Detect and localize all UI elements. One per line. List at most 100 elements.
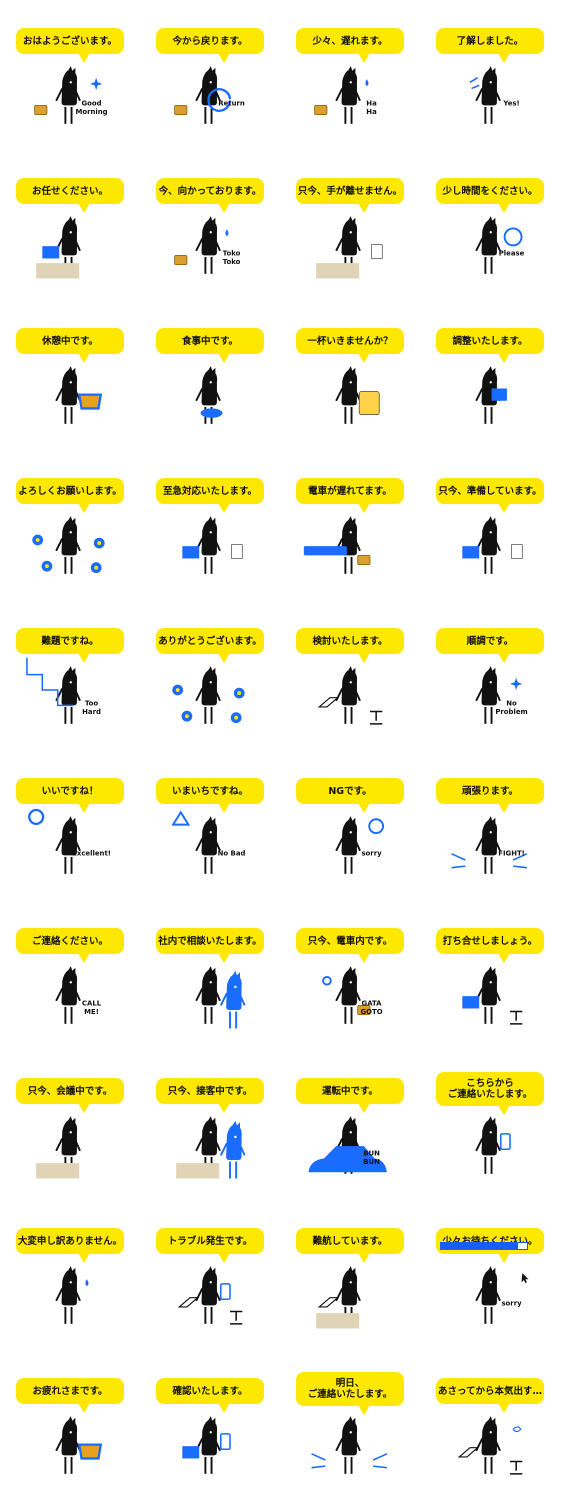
- sticker[interactable]: 確認いたします。: [140, 1350, 280, 1500]
- speech-bubble: トラブル発生です。: [156, 1228, 264, 1263]
- sticker[interactable]: いいですね！Excellent!: [0, 750, 140, 900]
- sticker[interactable]: 打ち合せしましょう。: [420, 900, 560, 1050]
- sticker[interactable]: 只今、接客中です。: [140, 1050, 280, 1200]
- sticker[interactable]: お任せください。: [0, 150, 140, 300]
- character-figure: [475, 1416, 501, 1474]
- character-figure: [335, 816, 361, 874]
- speech-bubble: 確認いたします。: [156, 1378, 264, 1413]
- desk-icon: [316, 1313, 360, 1329]
- book-icon: [491, 388, 507, 401]
- sticker-illustration: [177, 1266, 243, 1325]
- character-figure: [335, 1416, 361, 1474]
- character-figure: [55, 1416, 81, 1474]
- sticker[interactable]: 電車が遅れてます。: [280, 450, 420, 600]
- sticker[interactable]: ありがとうございます。: [140, 600, 280, 750]
- character-figure: [195, 816, 221, 874]
- speech-bubble: よろしくお願いします。: [16, 478, 124, 513]
- character-figure: [335, 366, 361, 424]
- stairs-icon: [26, 657, 74, 707]
- desk-icon: [316, 263, 360, 279]
- sticker[interactable]: トラブル発生です。: [140, 1200, 280, 1350]
- sticker[interactable]: 了解しました。Yes!: [420, 0, 560, 150]
- caption-text: Yes!: [502, 99, 519, 107]
- sticker[interactable]: 今から戻ります。Return: [140, 0, 280, 150]
- sticker[interactable]: いまいちですね。No Bad: [140, 750, 280, 900]
- sticker-illustration: [36, 216, 81, 279]
- sticker[interactable]: 難航しています。: [280, 1200, 420, 1350]
- sticker[interactable]: お疲れさまです。: [0, 1350, 140, 1500]
- sticker[interactable]: こちらから ご連絡いたします。: [420, 1050, 560, 1200]
- sticker[interactable]: 検討いたします。: [280, 600, 420, 750]
- sticker[interactable]: 大変申し訳ありません。: [0, 1200, 140, 1350]
- burst-lines-icon: [311, 1453, 388, 1469]
- flower-icon: [175, 688, 180, 692]
- character-figure: [475, 1266, 501, 1324]
- character-figure: [55, 366, 81, 424]
- monitor-icon: [182, 1446, 200, 1459]
- sticker[interactable]: 只今、準備しています。: [420, 450, 560, 600]
- chair-icon: [510, 1010, 523, 1025]
- sticker[interactable]: 社内で相談いたします。: [140, 900, 280, 1050]
- sticker[interactable]: 至急対応いたします。: [140, 450, 280, 600]
- flower-icon: [237, 691, 242, 695]
- sticker[interactable]: NGです。sorry: [280, 750, 420, 900]
- caption-text: Return: [218, 99, 245, 107]
- character-figure: [195, 1416, 221, 1474]
- laptop-icon: [317, 1297, 340, 1308]
- salute-lines-icon: [469, 77, 480, 90]
- sticker[interactable]: 頑張ります。FIGHT!: [420, 750, 560, 900]
- character-figure: [55, 516, 81, 574]
- sticker-illustration: sorry: [475, 1266, 529, 1324]
- sticker[interactable]: 只今、手が離せません。: [280, 150, 420, 300]
- sticker[interactable]: 只今、会議中です。: [0, 1050, 140, 1200]
- sticker[interactable]: 少し時間をください。Please: [420, 150, 560, 300]
- beer-mug-icon: [358, 391, 380, 415]
- character-figure: [55, 666, 81, 724]
- character-figure: [335, 66, 361, 124]
- sticker-illustration: [55, 1266, 89, 1324]
- character-figure: [335, 666, 361, 724]
- character-figure: [195, 216, 221, 274]
- flower-icon: [45, 564, 49, 569]
- sticker[interactable]: 調整いたします。: [420, 300, 560, 450]
- sticker[interactable]: 明日、 ご連絡いたします。: [280, 1350, 420, 1500]
- sticker-illustration: [462, 966, 523, 1025]
- flower-icon: [185, 714, 189, 719]
- speech-bubble: 順調です。: [436, 628, 544, 663]
- sticker[interactable]: 一杯いきませんか？: [280, 300, 420, 450]
- phone-icon: [220, 1433, 231, 1451]
- character-figure: [475, 1116, 501, 1174]
- train-icon: [303, 546, 347, 556]
- speech-bubble: 難航しています。: [296, 1228, 404, 1263]
- speech-bubble: 只今、会議中です。: [16, 1078, 124, 1113]
- character-figure: [475, 516, 501, 574]
- sticker[interactable]: よろしくお願いします。: [0, 450, 140, 600]
- speech-bubble: 至急対応いたします。: [156, 478, 264, 513]
- sticker-illustration: Return: [174, 66, 245, 124]
- sticker[interactable]: 食事中です。: [140, 300, 280, 450]
- character-figure: [335, 516, 361, 574]
- sticker[interactable]: 休憩中です。: [0, 300, 140, 450]
- sticker-illustration: [176, 1116, 246, 1179]
- sticker-illustration: Please: [475, 216, 525, 274]
- sticker[interactable]: 少々お待ちください。sorry: [420, 1200, 560, 1350]
- speech-bubble: おはようございます。: [16, 28, 124, 63]
- sticker[interactable]: あさってから本気出す…: [420, 1350, 560, 1500]
- speech-bubble: 明日、 ご連絡いたします。: [296, 1372, 404, 1415]
- speech-bubble: いいですね！: [16, 778, 124, 813]
- sticker-illustration: [317, 666, 383, 725]
